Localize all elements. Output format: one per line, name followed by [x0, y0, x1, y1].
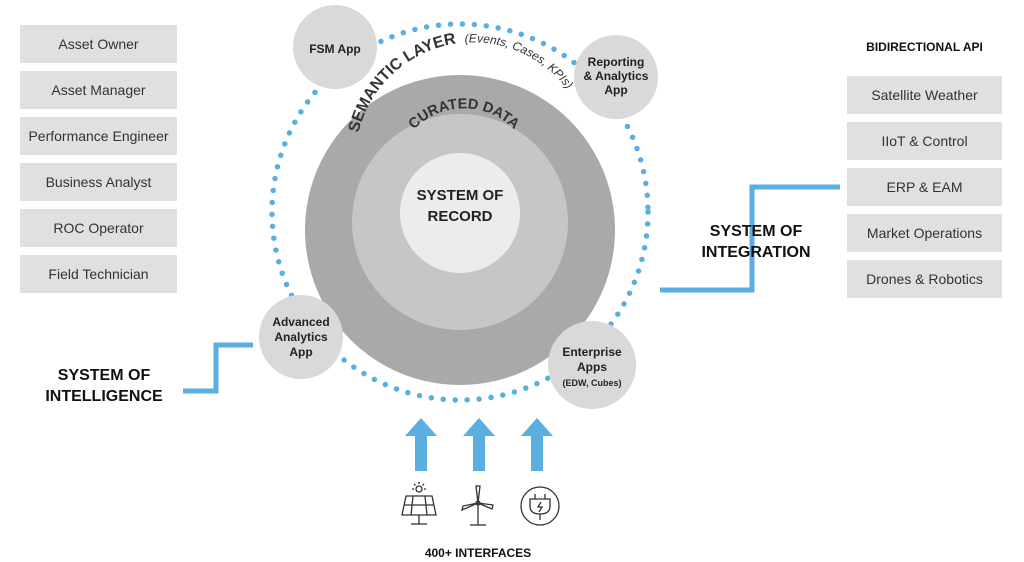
up-arrow-icon — [521, 418, 553, 471]
system-of-integration-line2: INTEGRATION — [701, 244, 810, 261]
system-of-integration-line1: SYSTEM OF — [710, 223, 803, 240]
reporting-analytics-app: Reporting & Analytics App — [574, 35, 658, 119]
enterprise-app-label-3: (EDW, Cubes) — [562, 378, 621, 388]
intelligence-connector — [183, 342, 253, 394]
system-of-record-core — [400, 153, 520, 273]
system-of-intelligence-line1: SYSTEM OF — [58, 367, 151, 384]
role-field-technician: Field Technician — [20, 255, 177, 293]
role-asset-manager: Asset Manager — [20, 71, 177, 109]
up-arrow-icon — [463, 418, 495, 471]
advanced-analytics-app: Advanced Analytics App — [259, 295, 343, 379]
role-asset-owner: Asset Owner — [20, 25, 177, 63]
reporting-app-label-2: & Analytics — [584, 69, 649, 83]
fsm-app: FSM App — [293, 5, 377, 89]
advanced-app-label-3: App — [289, 345, 312, 359]
advanced-app-label-1: Advanced — [272, 315, 329, 329]
enterprise-apps: Enterprise Apps (EDW, Cubes) — [548, 321, 636, 409]
enterprise-app-label-2: Apps — [577, 360, 607, 374]
system-of-intelligence-line2: INTELLIGENCE — [45, 388, 163, 405]
system-of-record-line2: RECORD — [427, 208, 492, 225]
ev-plug-icon — [520, 486, 560, 526]
reporting-app-label-3: App — [604, 83, 627, 97]
bidirectional-api-title: BIDIRECTIONAL API — [866, 40, 983, 54]
role-performance-engineer: Performance Engineer — [20, 117, 177, 155]
api-iiot-control: IIoT & Control — [847, 122, 1002, 160]
integration-connector — [660, 184, 840, 293]
interfaces-label: 400+ INTERFACES — [425, 546, 531, 560]
system-of-record-line1: SYSTEM OF — [417, 187, 504, 204]
api-market-operations: Market Operations — [847, 214, 1002, 252]
solar-panel-icon — [401, 482, 437, 525]
orbit-ring — [269, 21, 651, 403]
role-roc-operator: ROC Operator — [20, 209, 177, 247]
reporting-app-label-1: Reporting — [588, 55, 645, 69]
api-drones-robotics: Drones & Robotics — [847, 260, 1002, 298]
enterprise-app-label-1: Enterprise — [562, 345, 622, 359]
wind-turbine-icon — [461, 485, 494, 526]
api-satellite-weather: Satellite Weather — [847, 76, 1002, 114]
api-erp-eam: ERP & EAM — [847, 168, 1002, 206]
role-business-analyst: Business Analyst — [20, 163, 177, 201]
advanced-app-label-2: Analytics — [274, 330, 328, 344]
fsm-app-label: FSM App — [309, 42, 361, 56]
up-arrow-icon — [405, 418, 437, 471]
